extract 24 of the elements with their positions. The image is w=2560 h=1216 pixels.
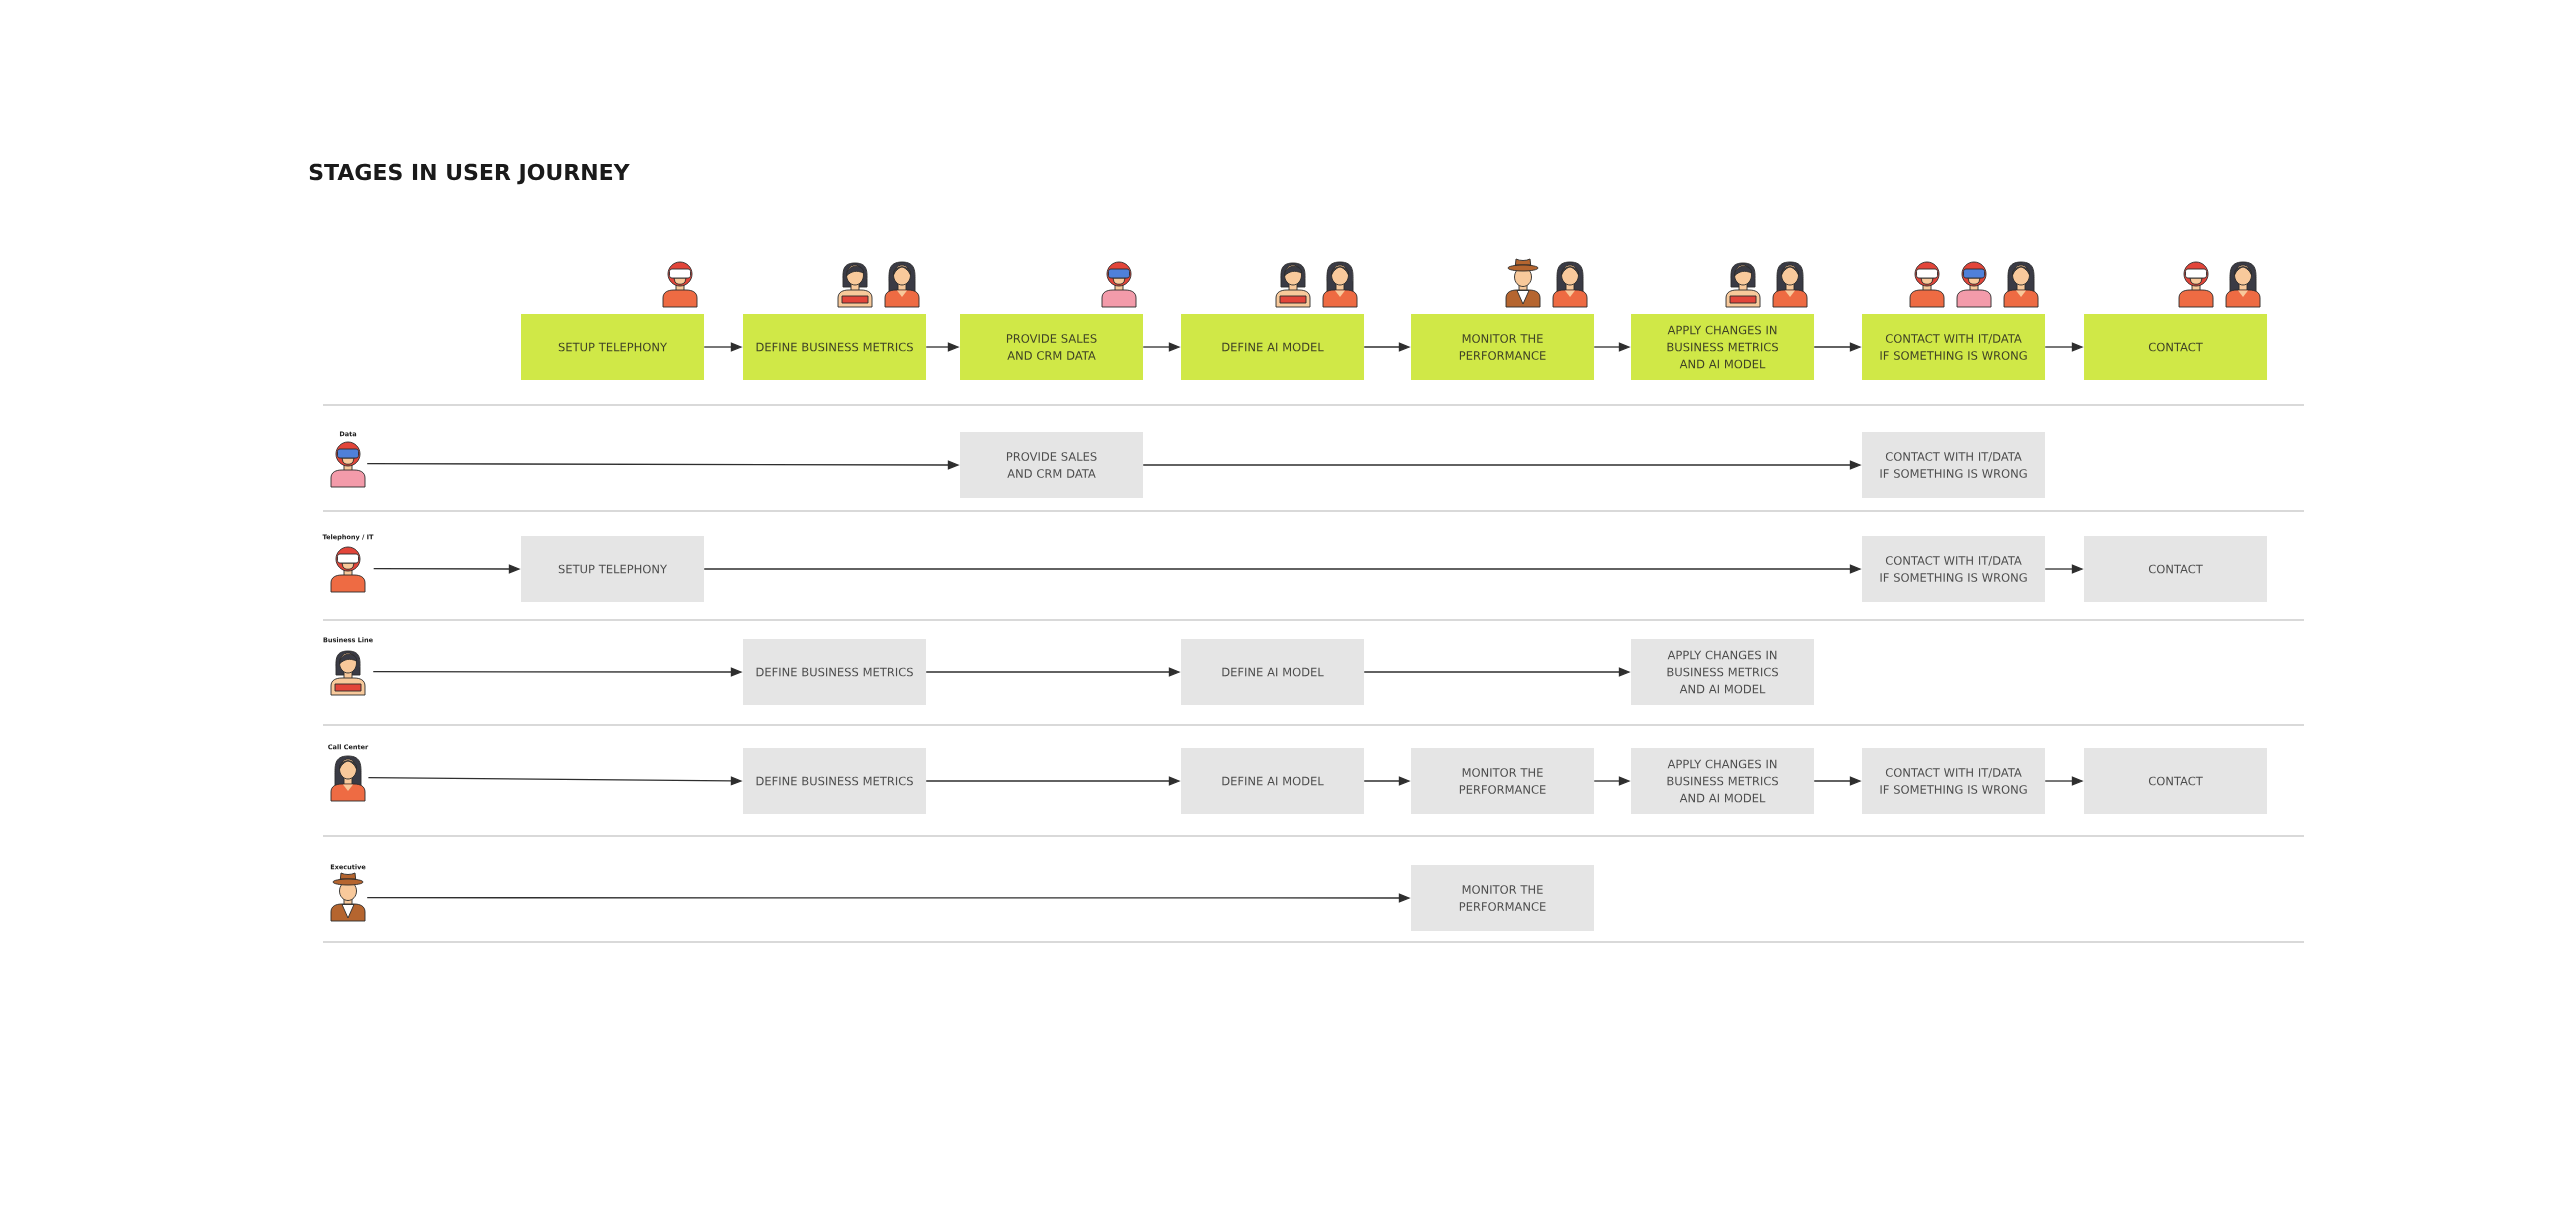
- task-box: PROVIDE SALES AND CRM DATA: [960, 432, 1143, 498]
- task-box: CONTACT: [2084, 536, 2267, 602]
- task-box: MONITOR THE PERFORMANCE: [1411, 748, 1594, 814]
- task-box: MONITOR THE PERFORMANCE: [1411, 865, 1594, 931]
- stage-box: PROVIDE SALES AND CRM DATA: [960, 314, 1143, 380]
- task-box: DEFINE AI MODEL: [1181, 639, 1364, 705]
- task-box: CONTACT WITH IT/DATA IF SOMETHING IS WRONG: [1862, 748, 2045, 814]
- task-box: CONTACT: [2084, 748, 2267, 814]
- task-box: DEFINE BUSINESS METRICS: [743, 639, 926, 705]
- task-box: DEFINE BUSINESS METRICS: [743, 748, 926, 814]
- task-box: DEFINE AI MODEL: [1181, 748, 1364, 814]
- stage-box: CONTACT: [2084, 314, 2267, 380]
- stage-box: SETUP TELEPHONY: [521, 314, 704, 380]
- task-box: CONTACT WITH IT/DATA IF SOMETHING IS WRONG: [1862, 536, 2045, 602]
- task-box: APPLY CHANGES IN BUSINESS METRICS AND AI MODEL: [1631, 748, 1814, 814]
- task-box: CONTACT WITH IT/DATA IF SOMETHING IS WRONG: [1862, 432, 2045, 498]
- stage-box: APPLY CHANGES IN BUSINESS METRICS AND AI MODEL: [1631, 314, 1814, 380]
- stage-box: DEFINE BUSINESS METRICS: [743, 314, 926, 380]
- stage-box: DEFINE AI MODEL: [1181, 314, 1364, 380]
- task-box: APPLY CHANGES IN BUSINESS METRICS AND AI MODEL: [1631, 639, 1814, 705]
- stage-box: MONITOR THE PERFORMANCE: [1411, 314, 1594, 380]
- task-box: SETUP TELEPHONY: [521, 536, 704, 602]
- title: STAGES IN USER JOURNEY: [309, 163, 630, 185]
- stage-box: CONTACT WITH IT/DATA IF SOMETHING IS WRONG: [1862, 314, 2045, 380]
